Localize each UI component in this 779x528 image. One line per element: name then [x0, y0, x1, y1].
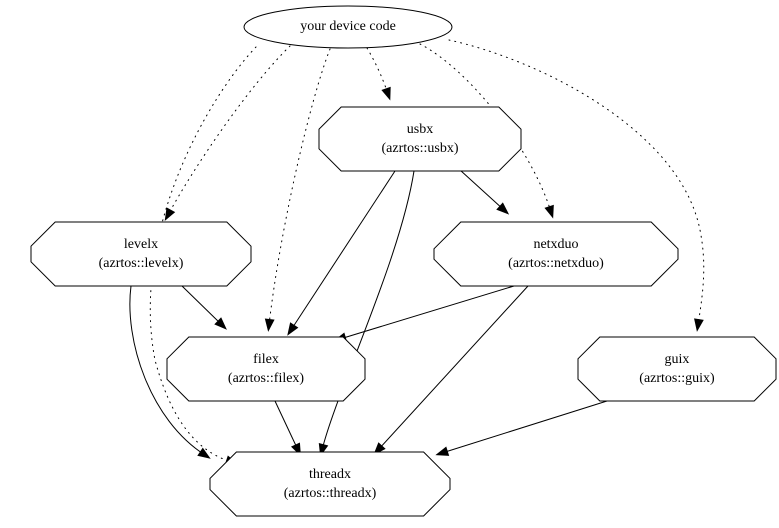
edge-netxduo-to-threadx	[373, 285, 529, 456]
node-shape-octagon	[166, 336, 366, 402]
node-levelx[interactable]: levelx(azrtos::levelx)	[30, 221, 252, 287]
node-shape-octagon	[30, 221, 252, 287]
edge-line	[167, 45, 291, 216]
node-shape-octagon	[209, 451, 451, 517]
node-label-primary: your device code	[300, 19, 396, 34]
node-label-namespace: (azrtos::guix)	[639, 371, 715, 386]
edge-line	[274, 400, 299, 451]
arrow-head-icon	[287, 322, 299, 336]
edge-device-to-filex	[264, 48, 331, 332]
edge-line	[290, 170, 396, 331]
node-label-primary: filex	[253, 352, 279, 367]
node-label-primary: threadx	[309, 467, 351, 482]
nodes-layer: your device codeusbx(azrtos::usbx)levelx…	[30, 5, 777, 517]
arrow-head-icon	[164, 207, 176, 222]
node-device[interactable]: your device code	[243, 5, 453, 49]
node-shape-octagon	[433, 221, 679, 287]
edge-line	[181, 285, 223, 326]
node-filex[interactable]: filex(azrtos::filex)	[166, 336, 366, 402]
edges-layer	[129, 39, 705, 465]
edge-line	[129, 285, 206, 456]
node-label-primary: guix	[665, 352, 690, 367]
arrow-head-icon	[694, 318, 704, 332]
edge-usbx-to-netxduo	[459, 169, 510, 215]
edge-device-to-netxduo	[419, 43, 554, 219]
edge-levelx-to-filex	[181, 285, 227, 330]
edge-line	[441, 400, 608, 454]
edge-device-to-guix	[448, 39, 705, 332]
edge-filex-to-threadx	[274, 400, 301, 457]
node-threadx[interactable]: threadx(azrtos::threadx)	[209, 451, 451, 517]
node-label-namespace: (azrtos::filex)	[228, 371, 305, 386]
arrow-head-icon	[496, 202, 510, 215]
edge-line	[268, 48, 331, 326]
node-netxduo[interactable]: netxduo(azrtos::netxduo)	[433, 221, 679, 287]
arrow-head-icon	[373, 442, 386, 456]
node-guix[interactable]: guix(azrtos::guix)	[577, 336, 777, 402]
edge-line	[459, 169, 505, 211]
edge-levelx-to-threadx	[129, 285, 211, 459]
arrow-head-icon	[264, 318, 275, 332]
arrow-head-icon	[197, 447, 211, 459]
node-label-namespace: (azrtos::netxduo)	[508, 256, 604, 271]
arrow-head-icon	[214, 317, 227, 330]
node-label-namespace: (azrtos::levelx)	[99, 256, 184, 271]
arrow-head-icon	[435, 446, 450, 456]
edge-line	[149, 46, 257, 463]
node-label-primary: netxduo	[533, 237, 578, 252]
edge-line	[366, 47, 389, 95]
edge-device-to-levelx	[164, 45, 291, 222]
edge-guix-to-threadx	[435, 400, 608, 456]
edge-line	[321, 170, 415, 451]
node-usbx[interactable]: usbx(azrtos::usbx)	[318, 106, 522, 172]
node-label-namespace: (azrtos::threadx)	[284, 486, 377, 501]
edge-line	[339, 285, 515, 340]
arrow-head-icon	[381, 86, 391, 101]
node-label-primary: levelx	[124, 237, 158, 252]
arrow-head-icon	[544, 204, 554, 219]
node-shape-octagon	[577, 336, 777, 402]
edge-line	[419, 43, 552, 213]
node-shape-ellipse	[243, 5, 453, 49]
edge-line	[377, 285, 529, 451]
node-label-namespace: (azrtos::usbx)	[382, 141, 459, 156]
edge-usbx-to-filex	[287, 170, 396, 336]
edge-netxduo-to-filex	[333, 285, 515, 342]
edge-device-to-usbx	[366, 47, 391, 101]
node-label-primary: usbx	[407, 122, 433, 137]
node-shape-octagon	[318, 106, 522, 172]
